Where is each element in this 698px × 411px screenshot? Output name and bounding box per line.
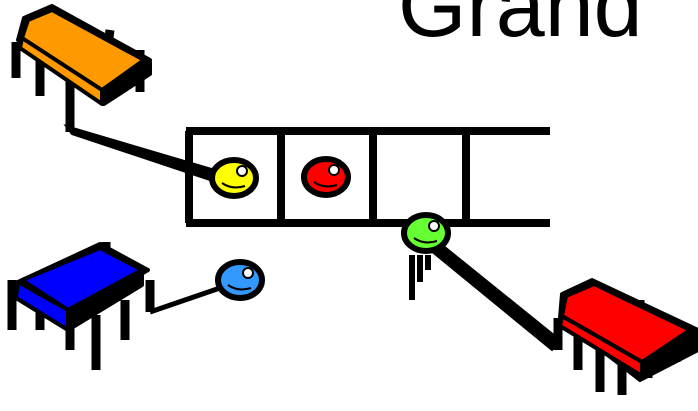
- green-ball-icon: [401, 212, 451, 254]
- yellow-ball-icon: [209, 157, 259, 199]
- red-ball-icon: [301, 156, 351, 198]
- blue-connector: [149, 285, 221, 315]
- orange-chip-icon: [11, 4, 152, 132]
- slide-title: Grand: [398, 0, 643, 55]
- motion-lines-icon: [409, 255, 431, 300]
- blue-ball-icon: [215, 259, 265, 301]
- queue-buffer: [185, 127, 550, 227]
- red-chip-icon: [553, 278, 698, 395]
- blue-chip-icon: [7, 242, 155, 370]
- red-connector: [428, 238, 562, 352]
